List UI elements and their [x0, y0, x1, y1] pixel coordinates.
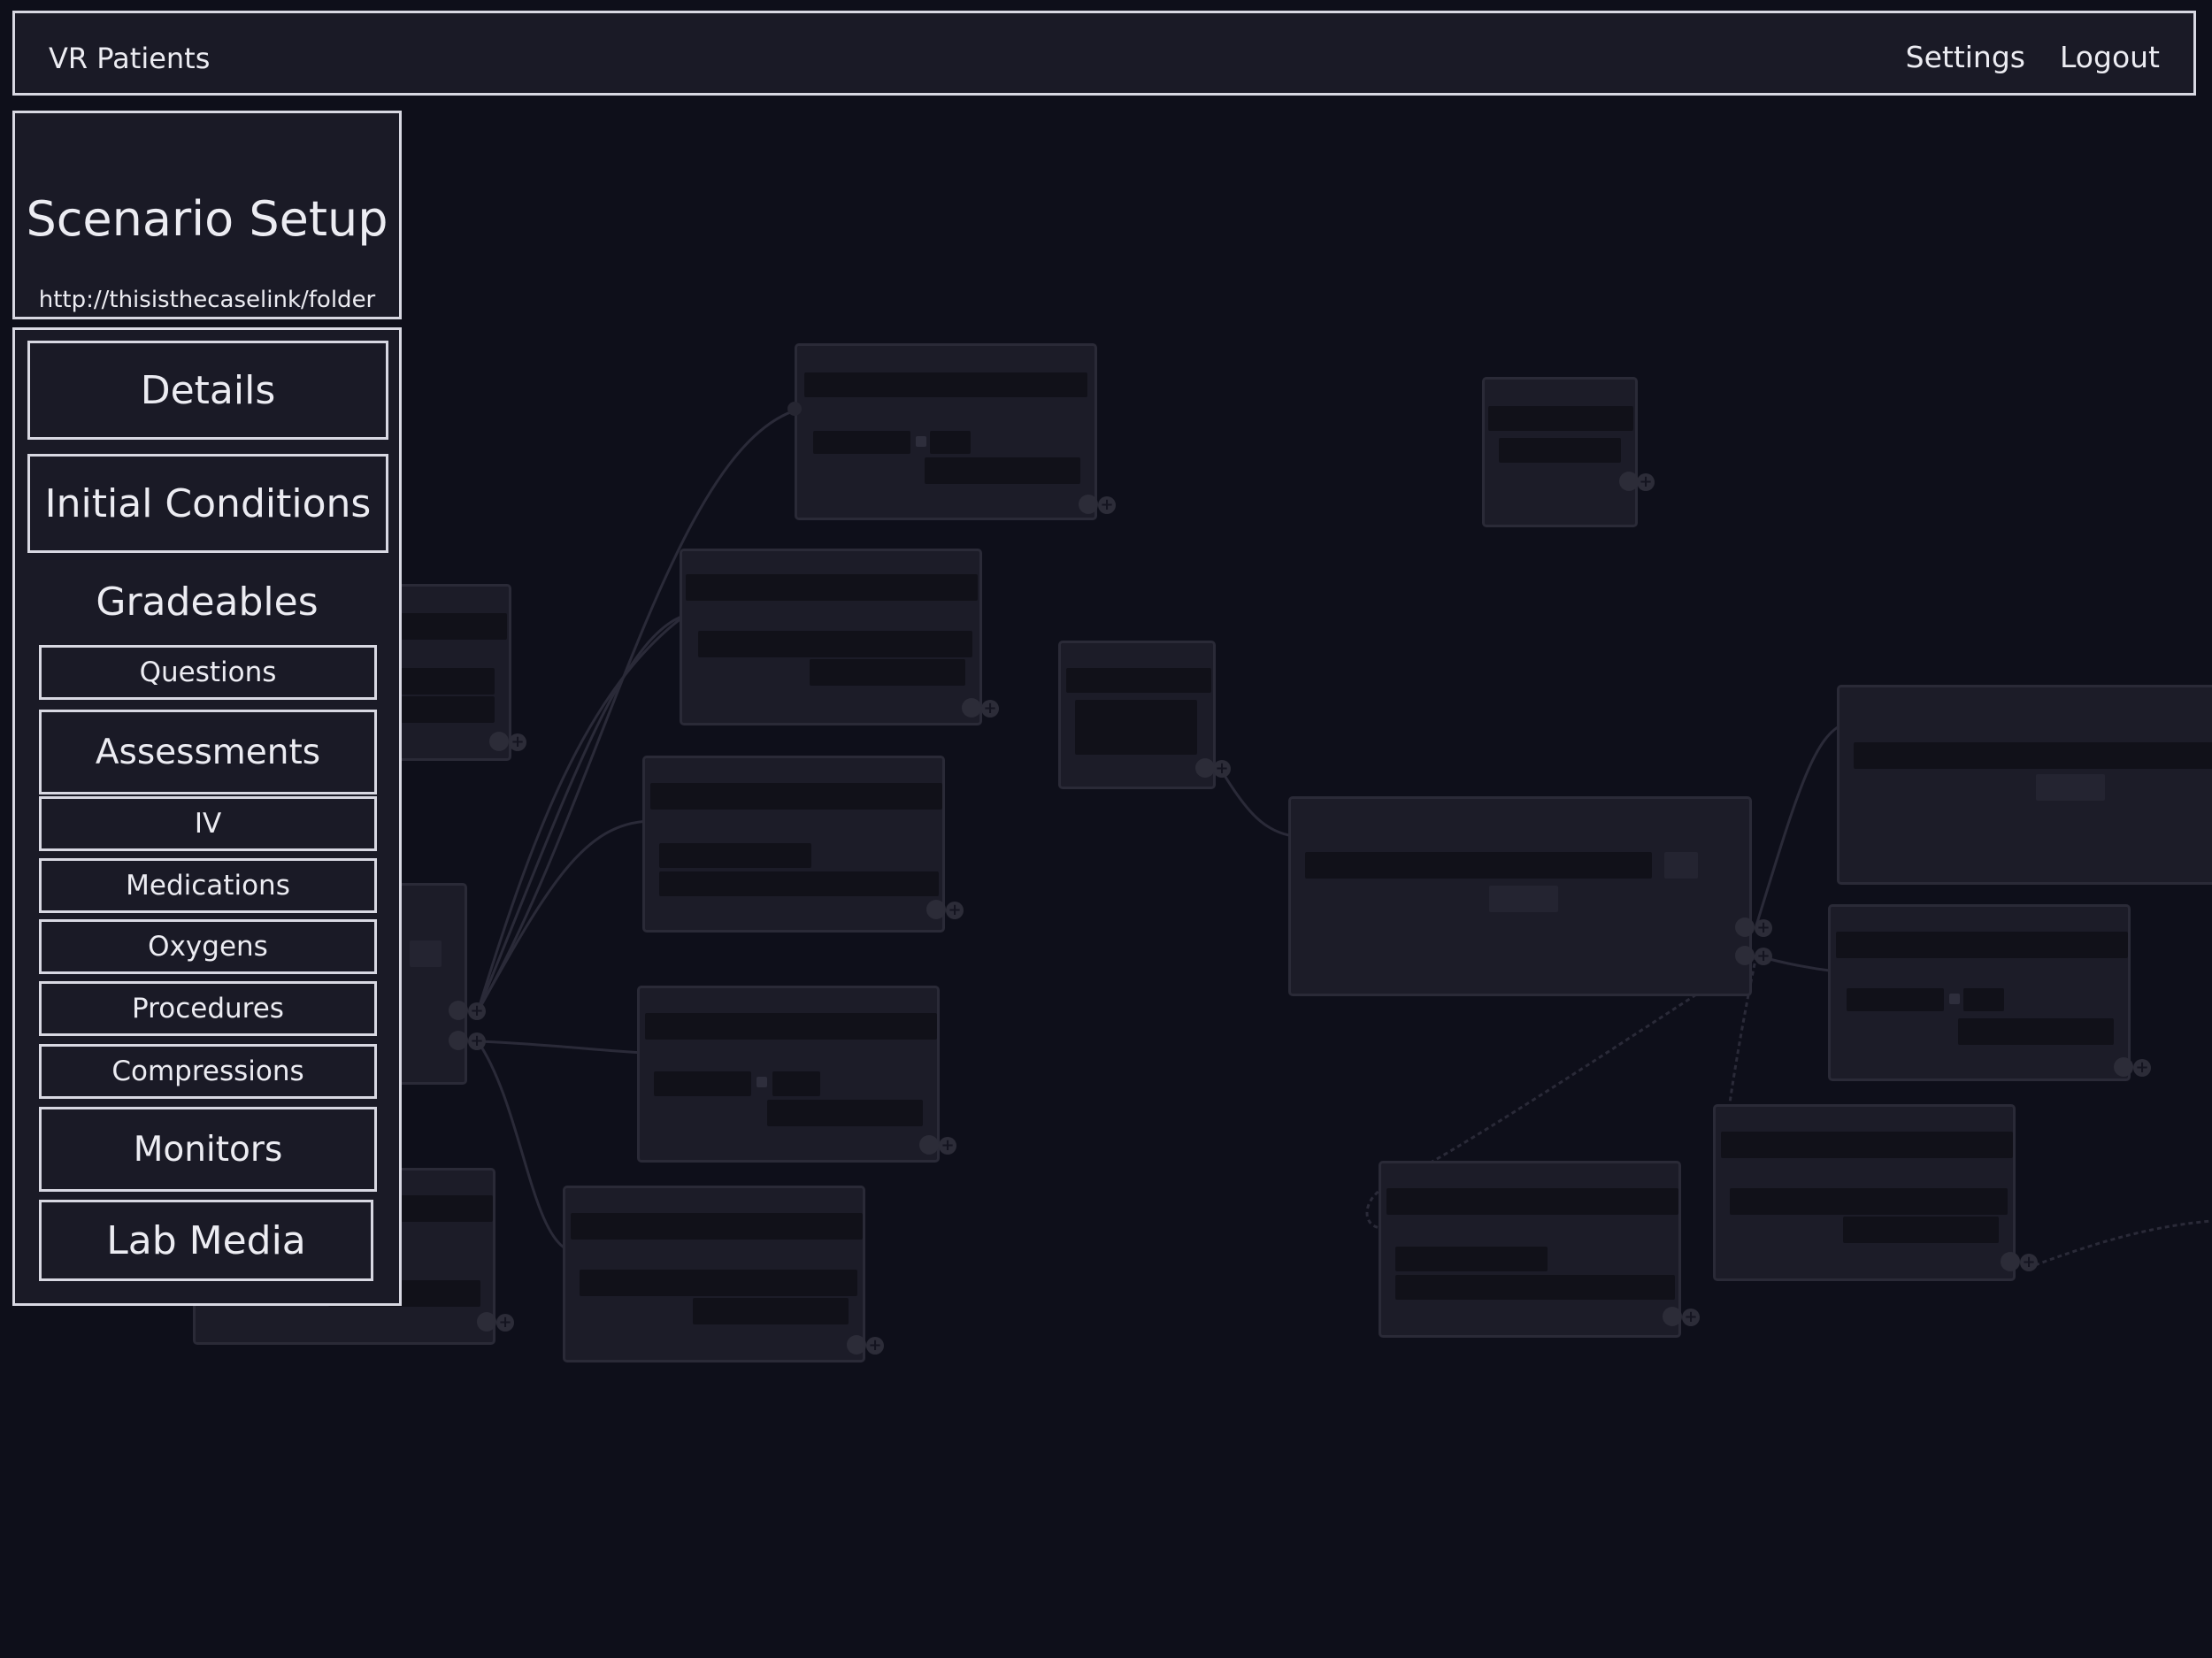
connection-line — [1365, 954, 1757, 1230]
graph-node[interactable]: + — [563, 1186, 884, 1362]
compressions-button[interactable]: Compressions — [39, 1044, 377, 1099]
questions-button[interactable]: Questions — [39, 645, 377, 700]
logout-link[interactable]: Logout — [2060, 40, 2160, 74]
graph-node[interactable]: + — [680, 549, 999, 725]
graph-node[interactable]: + — [1713, 1104, 2038, 1281]
connection-line — [476, 613, 687, 1012]
graph-node[interactable]: + — [1058, 641, 1231, 789]
node-input-port — [787, 402, 802, 416]
scenario-link[interactable]: http://thisisthecaselink/folder — [38, 287, 376, 313]
connection-line — [1219, 769, 1294, 838]
app-title[interactable]: VR Patients — [49, 42, 211, 75]
oxygens-button[interactable]: Oxygens — [39, 919, 377, 974]
connection-line — [476, 407, 802, 1012]
graph-node[interactable]: + + — [1288, 796, 1772, 996]
procedures-button[interactable]: Procedures — [39, 981, 377, 1036]
connection-line — [477, 1040, 647, 1055]
connection-line — [476, 613, 687, 1012]
scenario-title: Scenario Setup — [26, 191, 388, 247]
top-navbar: VR Patients Settings Logout — [12, 11, 2196, 96]
lab-media-button[interactable]: Lab Media — [39, 1200, 373, 1281]
scenario-menu: Details Initial Conditions Gradeables Qu… — [12, 327, 402, 1306]
scenario-header: Scenario Setup http://thisisthecaselink/… — [12, 111, 402, 319]
connection-line — [2034, 1219, 2212, 1267]
graph-node[interactable]: + — [1482, 377, 1655, 527]
medications-button[interactable]: Medications — [39, 858, 377, 913]
graph-node[interactable]: + — [1828, 904, 2151, 1081]
gradeables-heading: Gradeables — [96, 580, 319, 625]
graph-node[interactable]: + — [795, 343, 1116, 520]
graph-node[interactable] — [1837, 685, 2212, 885]
connection-line — [1755, 722, 1846, 926]
initial-conditions-button[interactable]: Initial Conditions — [27, 454, 388, 553]
graph-node[interactable]: + — [1379, 1161, 1700, 1338]
connection-line — [476, 1040, 572, 1253]
assessments-button[interactable]: Assessments — [39, 710, 377, 794]
settings-link[interactable]: Settings — [1905, 40, 2025, 74]
monitors-button[interactable]: Monitors — [39, 1107, 377, 1192]
connection-line — [476, 819, 651, 1012]
graph-node[interactable]: + — [637, 986, 956, 1163]
graph-node[interactable]: + — [642, 756, 964, 933]
iv-button[interactable]: IV — [39, 796, 377, 851]
details-button[interactable]: Details — [27, 341, 388, 440]
